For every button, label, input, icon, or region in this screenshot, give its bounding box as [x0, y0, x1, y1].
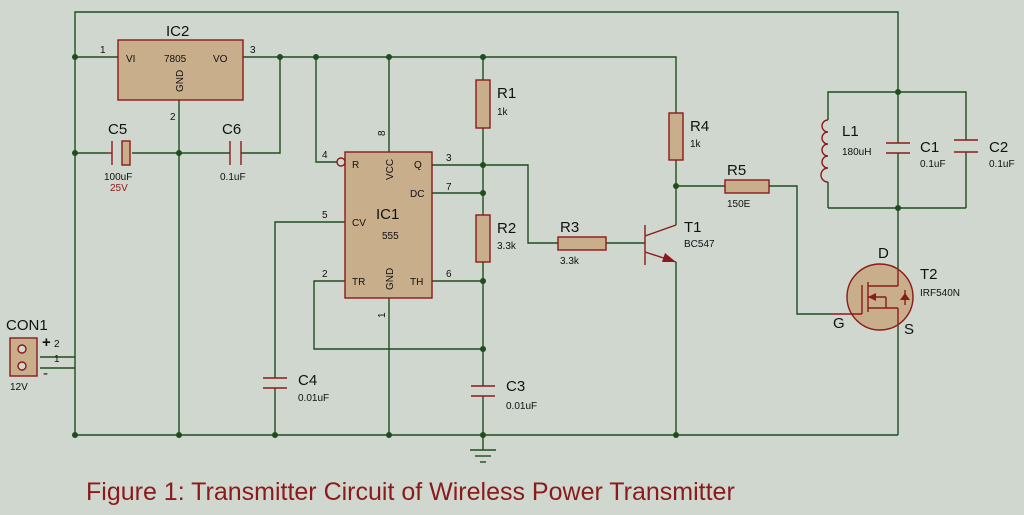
ic1-pin4: 4	[322, 150, 328, 161]
con1-value: 12V	[10, 382, 28, 393]
c3-value: 0.01uF	[506, 401, 537, 412]
r5-value: 150E	[727, 199, 751, 210]
t2-drain: D	[878, 245, 889, 262]
c6-label: C6	[222, 121, 241, 138]
con1-pin2: 2	[54, 339, 60, 350]
r4-label: R4	[690, 118, 709, 135]
ic2-pin2: 2	[170, 112, 176, 123]
reset-bubble	[336, 157, 346, 167]
connector-con1: CON1 12V + - 2 1	[6, 317, 60, 393]
t1-label: T1	[684, 219, 702, 236]
capacitor-c3: C3 0.01uF	[471, 378, 537, 412]
ground-symbol	[470, 449, 496, 463]
ic1-q: Q	[414, 160, 422, 171]
t2-label: T2	[920, 266, 938, 283]
ic2-pin3: 3	[250, 45, 256, 56]
ic1-pin2: 2	[322, 269, 328, 280]
ic1-pin1: 1	[377, 312, 388, 318]
resistor-r3: R3 3.3k	[557, 219, 607, 267]
t2-gate: G	[833, 315, 845, 332]
l1-value: 180uH	[842, 147, 871, 158]
con1-label: CON1	[6, 317, 48, 334]
r2-value: 3.3k	[497, 241, 517, 252]
ic1-cv: CV	[352, 218, 366, 229]
capacitor-c5: C5 100uF 25V	[104, 121, 132, 194]
ic1-pin8: 8	[377, 130, 388, 136]
t2-value: IRF540N	[920, 288, 960, 299]
l1-label: L1	[842, 123, 859, 140]
ic1-label: IC1	[376, 206, 399, 223]
mosfet-t2: T2 IRF540N D G S	[832, 245, 960, 338]
ic2-part: 7805	[164, 54, 187, 65]
resistor-r4: R4 1k	[668, 112, 709, 161]
wires	[40, 11, 967, 450]
ic1-dc: DC	[410, 189, 424, 200]
ic1-r: R	[352, 160, 359, 171]
junctions	[72, 54, 901, 438]
c5-label: C5	[108, 121, 127, 138]
r5-label: R5	[727, 162, 746, 179]
c2-value: 0.1uF	[989, 159, 1015, 170]
r1-label: R1	[497, 85, 516, 102]
c4-value: 0.01uF	[298, 393, 329, 404]
con1-pin1: 1	[54, 354, 60, 365]
r3-label: R3	[560, 219, 579, 236]
ic1-timer: IC1 555 R VCC Q DC CV TR GND TH 4 8 3 7 …	[322, 130, 452, 318]
c6-value: 0.1uF	[220, 172, 246, 183]
r2-label: R2	[497, 220, 516, 237]
capacitor-c2: C2 0.1uF	[954, 139, 1015, 170]
c3-label: C3	[506, 378, 525, 395]
ic1-part: 555	[382, 231, 399, 242]
ic1-pin3: 3	[446, 153, 452, 164]
ic1-gnd: GND	[385, 268, 396, 290]
c2-label: C2	[989, 139, 1008, 156]
capacitor-c6: C6 0.1uF	[220, 121, 246, 183]
resistor-r1: R1 1k	[475, 79, 516, 129]
t2-source: S	[904, 321, 914, 338]
c1-label: C1	[920, 139, 939, 156]
r4-value: 1k	[690, 139, 702, 150]
resistor-r2: R2 3.3k	[475, 214, 517, 263]
c5-voltage: 25V	[110, 183, 128, 194]
resistor-r5: R5 150E	[724, 162, 770, 210]
capacitor-c4: C4 0.01uF	[263, 372, 329, 404]
ic1-pin6: 6	[446, 269, 452, 280]
ic1-th: TH	[410, 277, 423, 288]
ic2-pin1: 1	[100, 45, 106, 56]
ic1-pin7: 7	[446, 182, 452, 193]
capacitor-c1: C1 0.1uF	[886, 139, 946, 170]
c1-value: 0.1uF	[920, 159, 946, 170]
con1-minus: -	[43, 365, 48, 382]
ic1-pin5: 5	[322, 210, 328, 221]
ic1-tr: TR	[352, 277, 365, 288]
figure-caption: Figure 1: Transmitter Circuit of Wireles…	[86, 478, 735, 506]
ic1-vcc: VCC	[385, 159, 396, 180]
r1-value: 1k	[497, 107, 509, 118]
inductor-l1: L1 180uH	[820, 119, 871, 183]
ic2-gnd: GND	[175, 70, 186, 92]
r3-value: 3.3k	[560, 256, 580, 267]
ic2-label: IC2	[166, 23, 189, 40]
ic2-vo: VO	[213, 54, 228, 65]
ic2-regulator: IC2 7805 VI VO GND 1 3 2	[100, 23, 256, 123]
t1-value: BC547	[684, 239, 715, 250]
transistor-t1: T1 BC547	[644, 219, 715, 265]
c5-value: 100uF	[104, 172, 132, 183]
con1-plus: +	[42, 334, 51, 351]
c4-label: C4	[298, 372, 317, 389]
ic2-vi: VI	[126, 54, 135, 65]
